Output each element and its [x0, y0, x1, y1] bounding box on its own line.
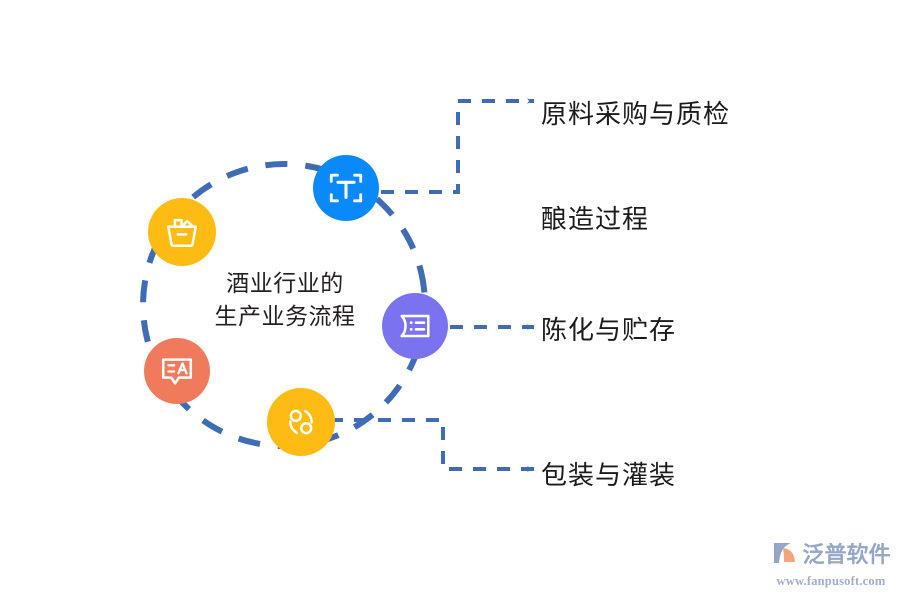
basket-icon [163, 213, 201, 251]
brand-lockup: 泛普软件 [771, 540, 891, 571]
ticket-icon [396, 307, 434, 345]
node-ticket[interactable] [382, 293, 448, 359]
node-basket[interactable] [148, 198, 216, 266]
node-swap[interactable] [267, 388, 335, 456]
node-translate[interactable] [144, 338, 210, 404]
stage-label-1: 原料采购与质检 [541, 100, 731, 129]
stage-label-4: 包装与灌装 [541, 461, 677, 490]
brand-watermark: 泛普软件 www.fanpusoft.com [770, 535, 892, 593]
brand-url: www.fanpusoft.com [776, 573, 886, 588]
text-scan-icon [327, 169, 365, 207]
diagram-center-title: 酒业行业的 生产业务流程 [185, 268, 385, 333]
node-text-scan[interactable] [313, 155, 379, 221]
brand-name: 泛普软件 [802, 542, 891, 567]
connector-stage-1 [381, 98, 535, 194]
center-title-line-2: 生产业务流程 [214, 303, 356, 329]
stage-label-3: 陈化与贮存 [541, 316, 677, 345]
translate-icon [158, 352, 196, 390]
swap-icon [282, 403, 320, 441]
connector-stage-4 [330, 418, 535, 472]
stage-label-2: 酿造过程 [541, 205, 650, 234]
fanpu-logo-icon [771, 540, 799, 571]
center-title-line-1: 酒业行业的 [226, 271, 344, 296]
